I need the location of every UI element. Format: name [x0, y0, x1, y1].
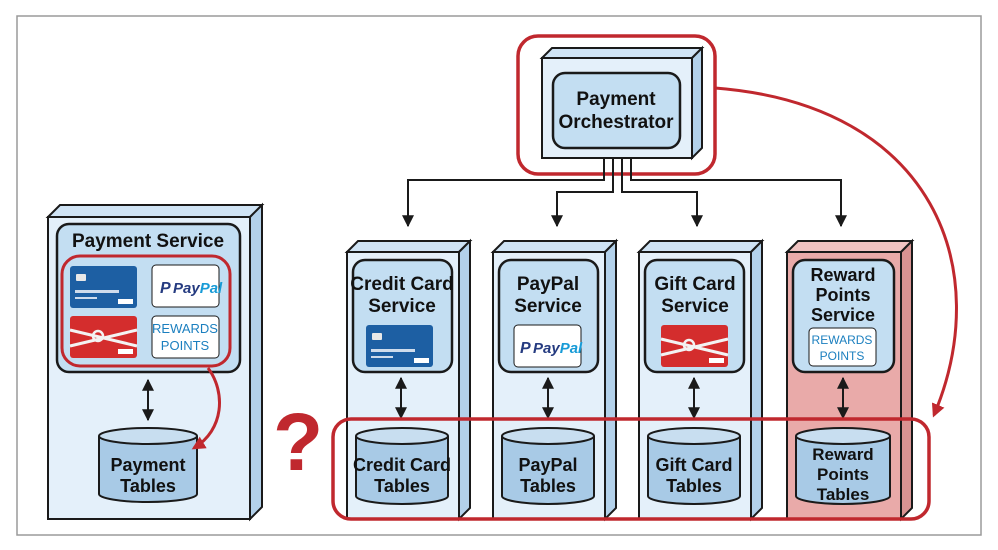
svg-text:REWARDS: REWARDS	[812, 333, 873, 347]
credit-card-tables-database	[355, 427, 449, 505]
reward-points-tables-database	[795, 427, 891, 505]
paypal-tables-label-line2: Tables	[520, 476, 576, 496]
gift-card-tables-database	[647, 427, 741, 505]
gift-card-tables-label-line1: Gift Card	[655, 455, 732, 475]
paypal-service-title-line1: PayPal	[517, 274, 579, 295]
orchestrator-label-line1: Payment	[576, 89, 656, 110]
tables-row-highlight	[331, 417, 931, 521]
svg-text:POINTS: POINTS	[161, 338, 210, 353]
gift-card-icon	[69, 316, 138, 358]
reward-points-service-title-line1: Reward	[810, 265, 875, 285]
orchestrator-label-line2: Orchestrator	[558, 112, 674, 133]
reward-points-service-title-line2: Points	[815, 285, 870, 305]
payment-orchestrator-box	[539, 45, 705, 161]
question-mark: ?	[273, 397, 323, 488]
credit-card-service-title-line1: Credit Card	[350, 274, 453, 295]
reward-points-tables-label-line3: Tables	[817, 485, 870, 504]
svg-text:POINTS: POINTS	[820, 349, 865, 363]
gift-card-tables-label-line2: Tables	[666, 476, 722, 496]
payment-tables-label-line1: Payment	[110, 455, 185, 475]
credit-card-tables-label-line2: Tables	[374, 476, 430, 496]
rewards-points-logo-icon: REWARDS POINTS	[151, 315, 220, 359]
reward-points-tables-label-line1: Reward	[812, 445, 873, 464]
rewards-points-logo-icon: REWARDS POINTS	[808, 327, 877, 367]
svg-text:REWARDS: REWARDS	[152, 321, 218, 336]
credit-card-icon	[366, 325, 433, 367]
payment-tables-label-line2: Tables	[120, 476, 176, 496]
payment-methods-highlight	[60, 254, 232, 368]
credit-card-service-title-line2: Service	[368, 296, 436, 317]
svg-text:P: P	[520, 340, 531, 357]
orchestrator-to-tables-red-arrow	[714, 86, 958, 418]
paypal-logo-icon: P PayPal	[151, 264, 223, 308]
svg-text:PayPal: PayPal	[173, 280, 223, 297]
credit-card-icon	[70, 266, 137, 308]
paypal-tables-database	[501, 427, 595, 505]
payment-service-title: Payment Service	[72, 231, 224, 252]
gift-card-icon	[660, 325, 729, 367]
paypal-service-title-line2: Service	[514, 296, 582, 317]
reward-points-tables-label-line2: Points	[817, 465, 869, 484]
svg-text:P: P	[160, 280, 171, 297]
gift-card-service-title-line2: Service	[661, 296, 729, 317]
paypal-tables-label-line1: PayPal	[518, 455, 577, 475]
methods-to-tables-red-arrow	[191, 367, 221, 450]
payment-tables-database	[98, 427, 198, 503]
credit-card-tables-label-line1: Credit Card	[353, 455, 451, 475]
paypal-logo-icon: P PayPal	[513, 324, 583, 368]
orchestrator-fanout-arrows	[402, 158, 847, 228]
reward-points-service-title-line3: Service	[811, 305, 875, 325]
orchestrator-highlight	[516, 34, 717, 176]
gift-card-service-title-line1: Gift Card	[654, 274, 735, 295]
svg-text:PayPal: PayPal	[533, 340, 583, 357]
